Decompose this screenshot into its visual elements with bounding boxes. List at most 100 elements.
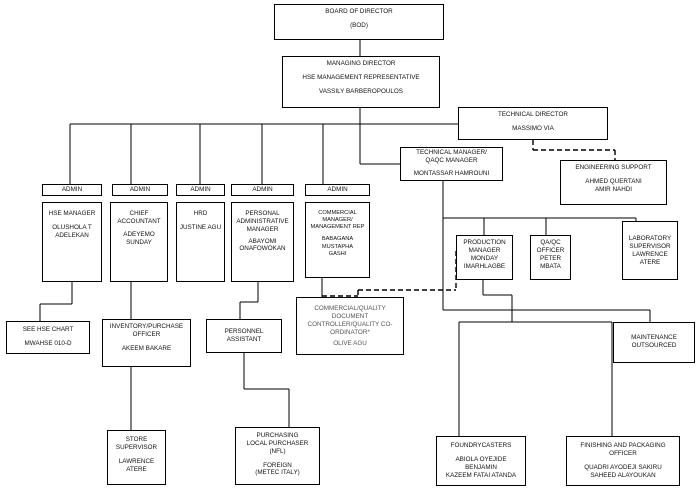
eng-name2: AMIR NAHDI [594, 185, 633, 193]
fc-name3: KAZEEM FATAI ATANDA [445, 471, 517, 479]
admin-label-hrd: ADMIN [176, 184, 225, 196]
cq-title3: CONTROLLER/QUALITY CO- [307, 320, 393, 328]
tm-title2: QAQC MANAGER [425, 156, 478, 164]
pur-title2: LOCAL PURCHASER [246, 439, 309, 447]
cm-title2: MANAGER/ [322, 217, 353, 224]
cm-name2: MUSTAPHA [321, 243, 354, 250]
pur-title4: FOREIGN [263, 461, 292, 469]
foundry-casters-box: FOUNDRYCASTERS ABIOLA OYEJIDE BENJAMIN K… [436, 436, 526, 486]
tm-title1: TECHNICAL MANAGER/ [416, 149, 487, 156]
pur-title5: (METEC ITALY) [255, 469, 300, 477]
pam-name2: ONAFOWOKAN [239, 245, 286, 253]
inv-title2: OFFICER [132, 330, 161, 338]
engineering-support-box: ENGINEERING SUPPORT AHMED QUERTANI AMIR … [560, 160, 667, 205]
ss-title1: STORE [125, 436, 148, 443]
store-supervisor-box: STORE SUPERVISOR LAWRENCE ATERE [107, 430, 166, 485]
inv-name: AKEEM BAKARE [121, 344, 172, 352]
pur-title1: PURCHASING [256, 432, 299, 439]
inventory-purchase-officer-box: INVENTORY/PURCHASE OFFICER AKEEM BAKARE [102, 319, 191, 367]
lab-title1: LABORATORY [628, 235, 672, 242]
fc-title: FOUNDRYCASTERS [450, 442, 512, 449]
laboratory-supervisor-box: LABORATORY SUPERVISOR LAWRENCE ATERE [622, 221, 678, 280]
see-hse-chart-box: SEE HSE CHART MWAHSE 010-D [6, 321, 90, 354]
bod-title: BOARD OF DIRECTOR [325, 8, 393, 15]
ca-name1: ADEYEMO [123, 230, 155, 238]
maintenance-outsourced-box: MAINTENANCE OUTSOURCED [613, 322, 695, 363]
cm-title3: MANAGEMENT REP [310, 224, 365, 231]
ca-title1: CHIEF [129, 210, 149, 217]
ss-name1: LAWRENCE [118, 457, 155, 465]
pm-name2: IMARHLAGBE [463, 262, 506, 270]
ss-title2: SUPERVISOR [115, 443, 158, 451]
commercial-manager-box: COMMERCIAL MANAGER/ MANAGEMENT REP BABAG… [305, 202, 370, 278]
pa-title2: ASSISTANT [226, 335, 262, 343]
ca-name2: SUNDAY [126, 238, 152, 246]
managing-director-box: MANAGING DIRECTOR HSE MANAGEMENT REPRESE… [282, 56, 440, 108]
pur-title3: (NFL) [269, 447, 286, 455]
td-title: TECHNICAL DIRECTOR [498, 111, 568, 118]
admin-label-commercial: ADMIN [305, 184, 370, 196]
pam-name1: ABAYOMI [248, 237, 277, 245]
qa-name1: PETER [540, 254, 561, 262]
cm-name3: GASHI [328, 250, 347, 257]
td-name: MASSIMO VIA [512, 124, 554, 132]
chief-accountant-box: CHIEF ACCOUNTANT ADEYEMO SUNDAY [110, 202, 168, 282]
qa-title1: QA/QC [540, 239, 561, 246]
fp-name2: SAHEED ALAYOUKAN [590, 471, 656, 479]
pam-title1: PERSONAL [245, 210, 280, 217]
fc-name1: ABIOLA OYEJIDE [455, 455, 507, 463]
fc-name2: BENJAMIN [465, 463, 497, 471]
personal-admin-manager-box: PERSONAL ADMINISTRATIVE MANAGER ABAYOMI … [231, 202, 294, 282]
lab-name1: LAWRENCE [632, 250, 668, 258]
hse-manager-box: HSE MANAGER OLUSHOLA T ADELEKAN [42, 202, 102, 282]
admin-label-accountant: ADMIN [112, 184, 168, 196]
pm-title2: MANAGER [468, 246, 501, 254]
admin-label-personal: ADMIN [231, 184, 294, 196]
ca-title2: ACCOUNTANT [117, 217, 161, 225]
tm-name: MONTASSAR HAMROUNI [413, 169, 490, 177]
cm-name1: BABAGANA [321, 236, 354, 243]
fp-title1: Finishing and Packaging [580, 442, 666, 449]
pam-title2: ADMINISTRATIVE [236, 217, 289, 225]
cq-title4: ORDINATOR* [330, 328, 370, 336]
hse-name2: ADELEKAN [55, 231, 89, 239]
hrd-box: HRD JUSTINE AGU [176, 202, 225, 282]
pa-title1: PERSONNEL [224, 328, 264, 335]
bod-sub: (BOD) [350, 21, 368, 29]
pm-name1: MONDAY [470, 254, 499, 262]
admin-label-hse: ADMIN [42, 184, 102, 196]
technical-manager-box: TECHNICAL MANAGER/ QAQC MANAGER MONTASSA… [400, 147, 503, 181]
ss-name2: ATERE [126, 465, 147, 473]
finishing-packaging-officer-box: Finishing and Packaging Officer QUADRI A… [566, 436, 680, 486]
purchasing-box: PURCHASING LOCAL PURCHASER (NFL) FOREIGN… [235, 427, 320, 485]
mo-title2: OUTSOURCED [631, 341, 677, 349]
md-name: VASSILY BARBEROPOULOS [319, 87, 403, 95]
technical-director-box: TECHNICAL DIRECTOR MASSIMO VIA [458, 107, 608, 140]
hrd-name: JUSTINE AGU [179, 223, 222, 231]
md-role: HSE MANAGEMENT REPRESENTATIVE [302, 73, 420, 81]
board-of-director-box: BOARD OF DIRECTOR (BOD) [274, 4, 444, 40]
eng-name1: AHMED QUERTANI [585, 177, 642, 185]
mo-title1: MAINTENANCE [631, 334, 677, 341]
hrd-title: HRD [193, 210, 208, 217]
qa-name2: MBATA [540, 262, 561, 270]
see-ref: MWAHSE 010-D [24, 339, 72, 347]
commercial-quality-controller-box: COMMERCIAL/QUALITY DOCUMENT CONTROLLER/Q… [296, 297, 404, 355]
pm-title1: PRODUCTION [463, 239, 506, 246]
cq-name: OLIVE AGU [333, 340, 367, 348]
personnel-assistant-box: PERSONNEL ASSISTANT [206, 319, 282, 353]
eng-title: ENGINEERING SUPPORT [575, 164, 652, 171]
cq-title1: COMMERCIAL/QUALITY [314, 305, 386, 312]
lab-title2: SUPERVISOR [629, 242, 671, 250]
see-title: SEE HSE CHART [22, 326, 74, 333]
qa-qc-officer-box: QA/QC OFFICER PETER MBATA [530, 235, 571, 280]
lab-name2: ATERE [639, 258, 661, 266]
fp-name1: QUADRI AYODEJI SAKIRU [584, 463, 662, 471]
cq-title2: DOCUMENT [331, 312, 369, 320]
hse-name1: OLUSHOLA T [52, 223, 92, 231]
qa-title2: OFFICER [536, 246, 565, 254]
production-manager-box: PRODUCTION MANAGER MONDAY IMARHLAGBE [456, 235, 513, 280]
md-title: MANAGING DIRECTOR [326, 60, 396, 67]
cm-title1: COMMERCIAL [318, 210, 357, 216]
pam-title3: MANAGER [246, 225, 279, 233]
